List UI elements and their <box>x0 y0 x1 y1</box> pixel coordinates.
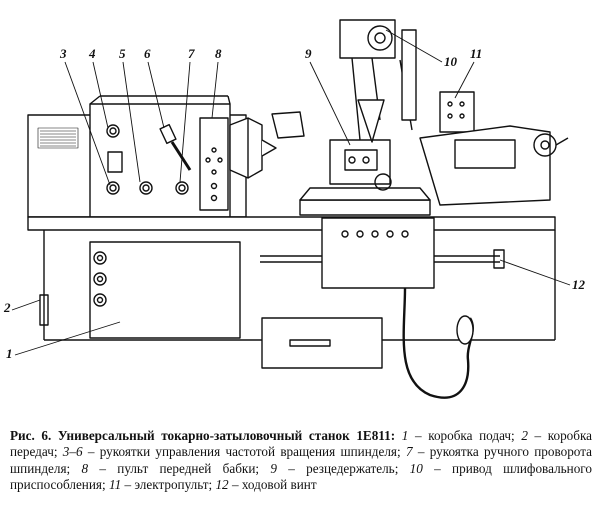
callout-12: 12 <box>572 277 586 292</box>
tool-post <box>329 139 391 185</box>
control-pendant <box>456 315 474 345</box>
knob-3 <box>106 181 120 195</box>
caption-item: 11 – электропульт; <box>108 477 216 493</box>
callout-8: 8 <box>215 46 222 61</box>
handle-6-grip <box>159 123 177 145</box>
callout-6: 6 <box>144 46 151 61</box>
carriage-handwheel <box>374 173 392 191</box>
caption-item: 8 – пульт передней бабки; <box>81 460 271 476</box>
callout-1: 1 <box>6 346 13 361</box>
screen <box>271 111 305 139</box>
knob-5 <box>139 181 153 195</box>
caption-item: 10 – привод шлифовального приспособления… <box>10 460 592 493</box>
apron <box>321 217 435 289</box>
caption-item: 2 – коробка передач; <box>10 428 593 460</box>
caption-item: 1 – коробка подач; <box>401 428 522 443</box>
caption-item: 9 – резцедержатель; <box>270 460 410 476</box>
caption-title: Рис. 6. Универсальный токарно-затыловочн… <box>10 428 396 443</box>
grinding-wheel-guard <box>357 99 385 143</box>
figure-caption: Рис. 6. Универсальный токарно-затыловочн… <box>10 428 592 494</box>
callout-2: 2 <box>3 300 11 315</box>
gearbox-cabinet <box>89 241 241 339</box>
tailstock <box>419 125 551 206</box>
lathe-drawing: 3 4 5 6 7 8 9 10 11 12 2 1 <box>3 19 586 399</box>
electric-panel <box>439 91 475 133</box>
callout-3: 3 <box>59 46 67 61</box>
gauge-window <box>107 151 123 173</box>
carriage-slide <box>299 199 431 216</box>
lathe-bed <box>27 216 556 231</box>
knob-4 <box>106 124 120 138</box>
lower-drawer <box>261 317 383 369</box>
callout-11: 11 <box>470 46 482 61</box>
headstock-panel <box>89 103 231 218</box>
headstock-control-panel <box>199 117 229 211</box>
knob-7 <box>175 181 189 195</box>
caption-item: 3–6 – рукоятки управления частотой враще… <box>62 444 406 460</box>
callout-7: 7 <box>188 46 195 61</box>
control-pendant-cable <box>402 287 474 399</box>
nameplate-hatch <box>37 127 79 149</box>
callout-4: 4 <box>88 46 96 61</box>
caption-item: 12 – ходовой винт <box>215 477 317 493</box>
callout-10: 10 <box>444 54 458 69</box>
callout-9: 9 <box>305 46 312 61</box>
spindle-chuck <box>229 117 263 179</box>
callout-5: 5 <box>119 46 126 61</box>
caption-item: 7 – рукоятка ручного проворота шпинделя; <box>10 444 592 476</box>
